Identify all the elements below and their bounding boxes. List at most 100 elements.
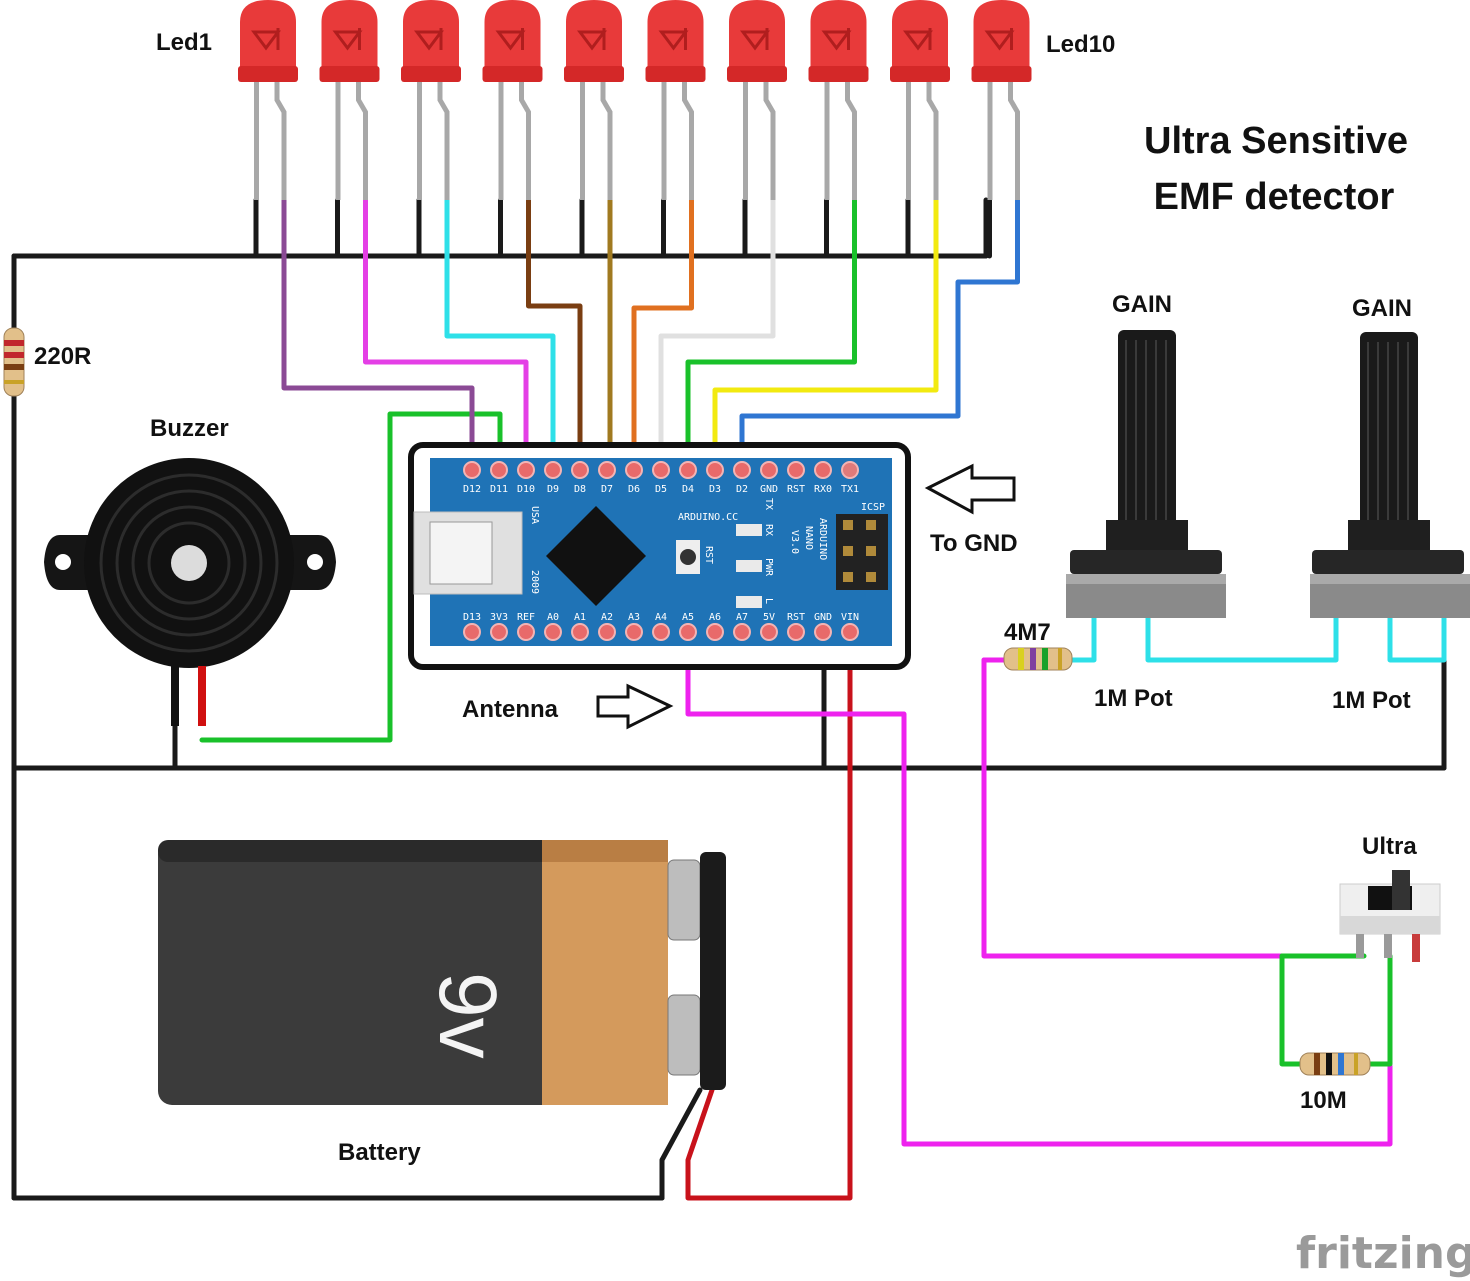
pin-label-top-1: D11 xyxy=(490,484,508,495)
pin-bottom-d13 xyxy=(463,623,481,641)
label-buzzer: Buzzer xyxy=(150,415,229,442)
pin-label-top-6: D6 xyxy=(628,484,640,495)
label-gain-left: GAIN xyxy=(1112,291,1172,318)
pin-top-d11 xyxy=(490,461,508,479)
pin-top-d6 xyxy=(625,461,643,479)
slide-switch-ultra xyxy=(1339,870,1441,962)
pin-label-bottom-6: A3 xyxy=(628,612,640,623)
board-text-nano: NANO xyxy=(803,526,814,550)
led-10 xyxy=(971,0,1032,200)
wire-led-4-signal xyxy=(526,197,583,473)
pin-label-bottom-14: VIN xyxy=(841,612,859,623)
pin-top-d8 xyxy=(571,461,589,479)
wire-pot-link xyxy=(1145,615,1339,663)
led-4 xyxy=(482,0,543,200)
label-antenna: Antenna xyxy=(462,696,559,723)
pin-label-bottom-7: A4 xyxy=(655,612,667,623)
wire-led-8-signal xyxy=(685,197,857,473)
pin-label-bottom-12: RST xyxy=(787,612,805,623)
title-line-1: Ultra Sensitive xyxy=(1144,120,1408,162)
label-to-gnd: To GND xyxy=(930,530,1018,557)
label-pot-left: 1M Pot xyxy=(1094,685,1173,712)
pin-bottom-ref xyxy=(517,623,535,641)
board-text-icsp: ICSP xyxy=(861,502,885,513)
label-ultra-switch: Ultra xyxy=(1362,833,1417,860)
pin-label-top-5: D7 xyxy=(601,484,613,495)
wires xyxy=(11,197,1447,1201)
pin-label-top-7: D5 xyxy=(655,484,667,495)
pin-top-d2 xyxy=(733,461,751,479)
wire-led-10-signal xyxy=(739,197,1020,473)
pin-top-d10 xyxy=(517,461,535,479)
pin-label-bottom-5: A2 xyxy=(601,612,613,623)
pin-top-d4 xyxy=(679,461,697,479)
pin-label-bottom-10: A7 xyxy=(736,612,748,623)
board-text-tx: TX xyxy=(763,498,774,510)
wire-led-9-signal xyxy=(712,197,939,473)
board-text-rst: RST xyxy=(703,546,714,564)
board-text-version: V3.0 xyxy=(789,530,800,554)
pin-label-top-10: D2 xyxy=(736,484,748,495)
battery-9v: 9v xyxy=(158,840,726,1105)
pin-top-rst xyxy=(787,461,805,479)
pin-label-bottom-2: REF xyxy=(517,612,535,623)
pin-label-bottom-8: A5 xyxy=(682,612,694,623)
pin-bottom-3v3 xyxy=(490,623,508,641)
pin-label-top-12: RST xyxy=(787,484,805,495)
wire-led-6-signal xyxy=(631,197,694,473)
to-gnd-arrow xyxy=(924,463,1016,515)
label-4m7: 4M7 xyxy=(1004,619,1051,646)
title-line-2: EMF detector xyxy=(1154,176,1395,218)
pin-bottom-vin xyxy=(841,623,859,641)
fritzing-watermark: fritzing xyxy=(1296,1228,1470,1279)
led-1 xyxy=(238,0,298,200)
board-text-year: 2009 xyxy=(529,570,540,594)
wire-4m7-to-switch xyxy=(981,657,1285,959)
pin-label-bottom-1: 3V3 xyxy=(490,612,508,623)
led-6 xyxy=(645,0,706,200)
led-9 xyxy=(890,0,950,200)
pin-label-top-13: RX0 xyxy=(814,484,832,495)
board-text-l: L xyxy=(763,598,774,604)
led-8 xyxy=(808,0,869,200)
pin-label-top-3: D9 xyxy=(547,484,559,495)
pin-bottom-a6 xyxy=(706,623,724,641)
label-gain-right: GAIN xyxy=(1352,295,1412,322)
pin-label-bottom-9: A6 xyxy=(709,612,721,623)
wire-led-7-signal xyxy=(658,197,776,473)
wire-led-3-signal xyxy=(444,197,556,473)
pin-label-top-14: TX1 xyxy=(841,484,859,495)
label-led10: Led10 xyxy=(1046,31,1115,58)
resistor-220r xyxy=(3,327,25,397)
battery-voltage: 9v xyxy=(422,972,513,1059)
potentiometer-left xyxy=(1066,330,1226,618)
board-text-rx: RX xyxy=(763,524,774,536)
wire-antenna-a5 xyxy=(685,629,1393,1147)
pin-label-bottom-3: A0 xyxy=(547,612,559,623)
board-text-usa: USA xyxy=(529,506,540,524)
pin-label-top-9: D3 xyxy=(709,484,721,495)
label-battery: Battery xyxy=(338,1139,421,1166)
led-3 xyxy=(401,0,461,200)
pin-label-top-2: D10 xyxy=(517,484,535,495)
wire-pot-right-link xyxy=(1387,615,1447,663)
pin-top-d12 xyxy=(463,461,481,479)
pin-bottom-5v xyxy=(760,623,778,641)
pin-bottom-a7 xyxy=(733,623,751,641)
pin-label-top-8: D4 xyxy=(682,484,694,495)
led-5 xyxy=(564,0,624,200)
pin-bottom-a5 xyxy=(679,623,697,641)
pin-bottom-a4 xyxy=(652,623,670,641)
pin-bottom-a3 xyxy=(625,623,643,641)
label-pot-right: 1M Pot xyxy=(1332,687,1411,714)
pin-bottom-a2 xyxy=(598,623,616,641)
pin-top-d7 xyxy=(598,461,616,479)
board-text-arduino: ARDUINO xyxy=(817,518,828,560)
pin-top-d3 xyxy=(706,461,724,479)
pin-top-d9 xyxy=(544,461,562,479)
led-7 xyxy=(727,0,787,200)
